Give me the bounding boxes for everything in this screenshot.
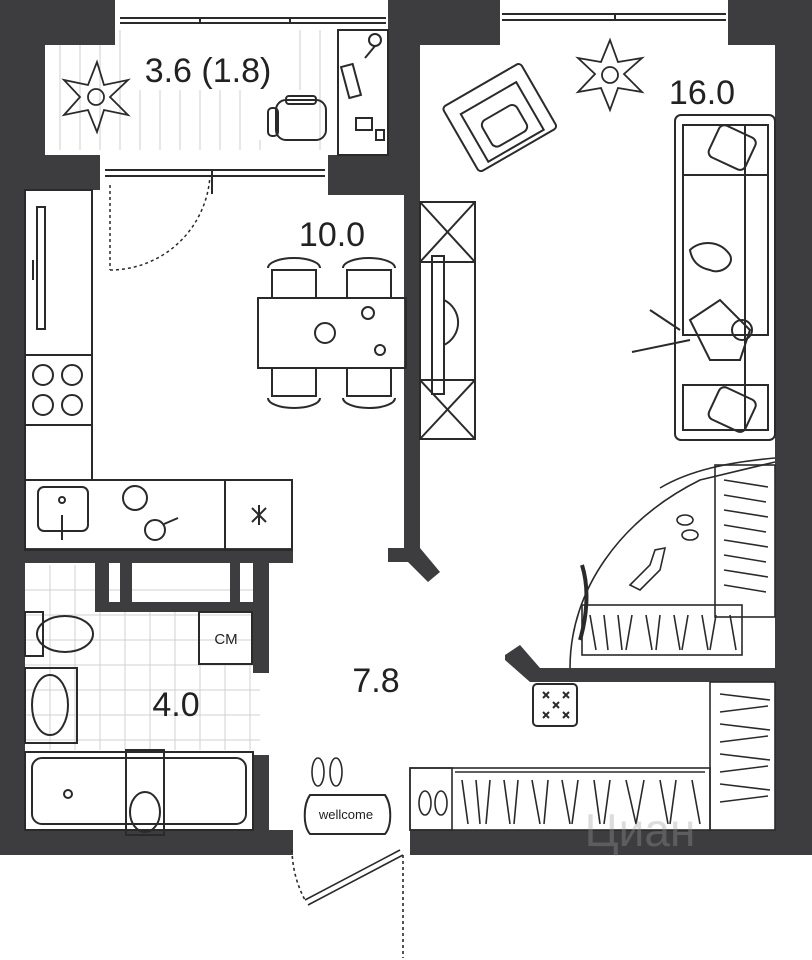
doormat: wellcome (303, 794, 392, 835)
hall-ottoman (532, 683, 578, 727)
living-area-label: 16.0 (669, 74, 735, 112)
dining-table (257, 257, 407, 409)
walls (0, 0, 812, 855)
sofa (631, 114, 776, 441)
watermark: Циан (585, 804, 696, 856)
bathroom-fixtures (24, 611, 254, 836)
bathroom-area-label: 4.0 (152, 686, 199, 724)
washer-label: CM (214, 631, 237, 648)
doormat-label: wellcome (318, 807, 373, 822)
balcony-chair (267, 95, 327, 141)
tv-stand (419, 201, 476, 440)
walk-in-closet (569, 457, 776, 669)
balcony-door (109, 174, 211, 271)
living-plant (575, 37, 645, 113)
living-armchair (442, 63, 558, 173)
balcony-plant (61, 59, 131, 135)
hall-area-label: 7.8 (352, 662, 399, 700)
balcony-floor-boards (59, 30, 321, 150)
kitchen-area-label: 10.0 (299, 216, 365, 254)
slippers (311, 757, 448, 816)
balcony-area-label: 3.6 (1.8) (145, 52, 272, 90)
hall-wardrobe (409, 681, 776, 831)
balcony-desk (337, 29, 389, 156)
entrance-door (291, 849, 404, 958)
kitchen-counter (24, 189, 293, 551)
windows (105, 13, 726, 194)
bathroom-tiles (25, 565, 260, 750)
